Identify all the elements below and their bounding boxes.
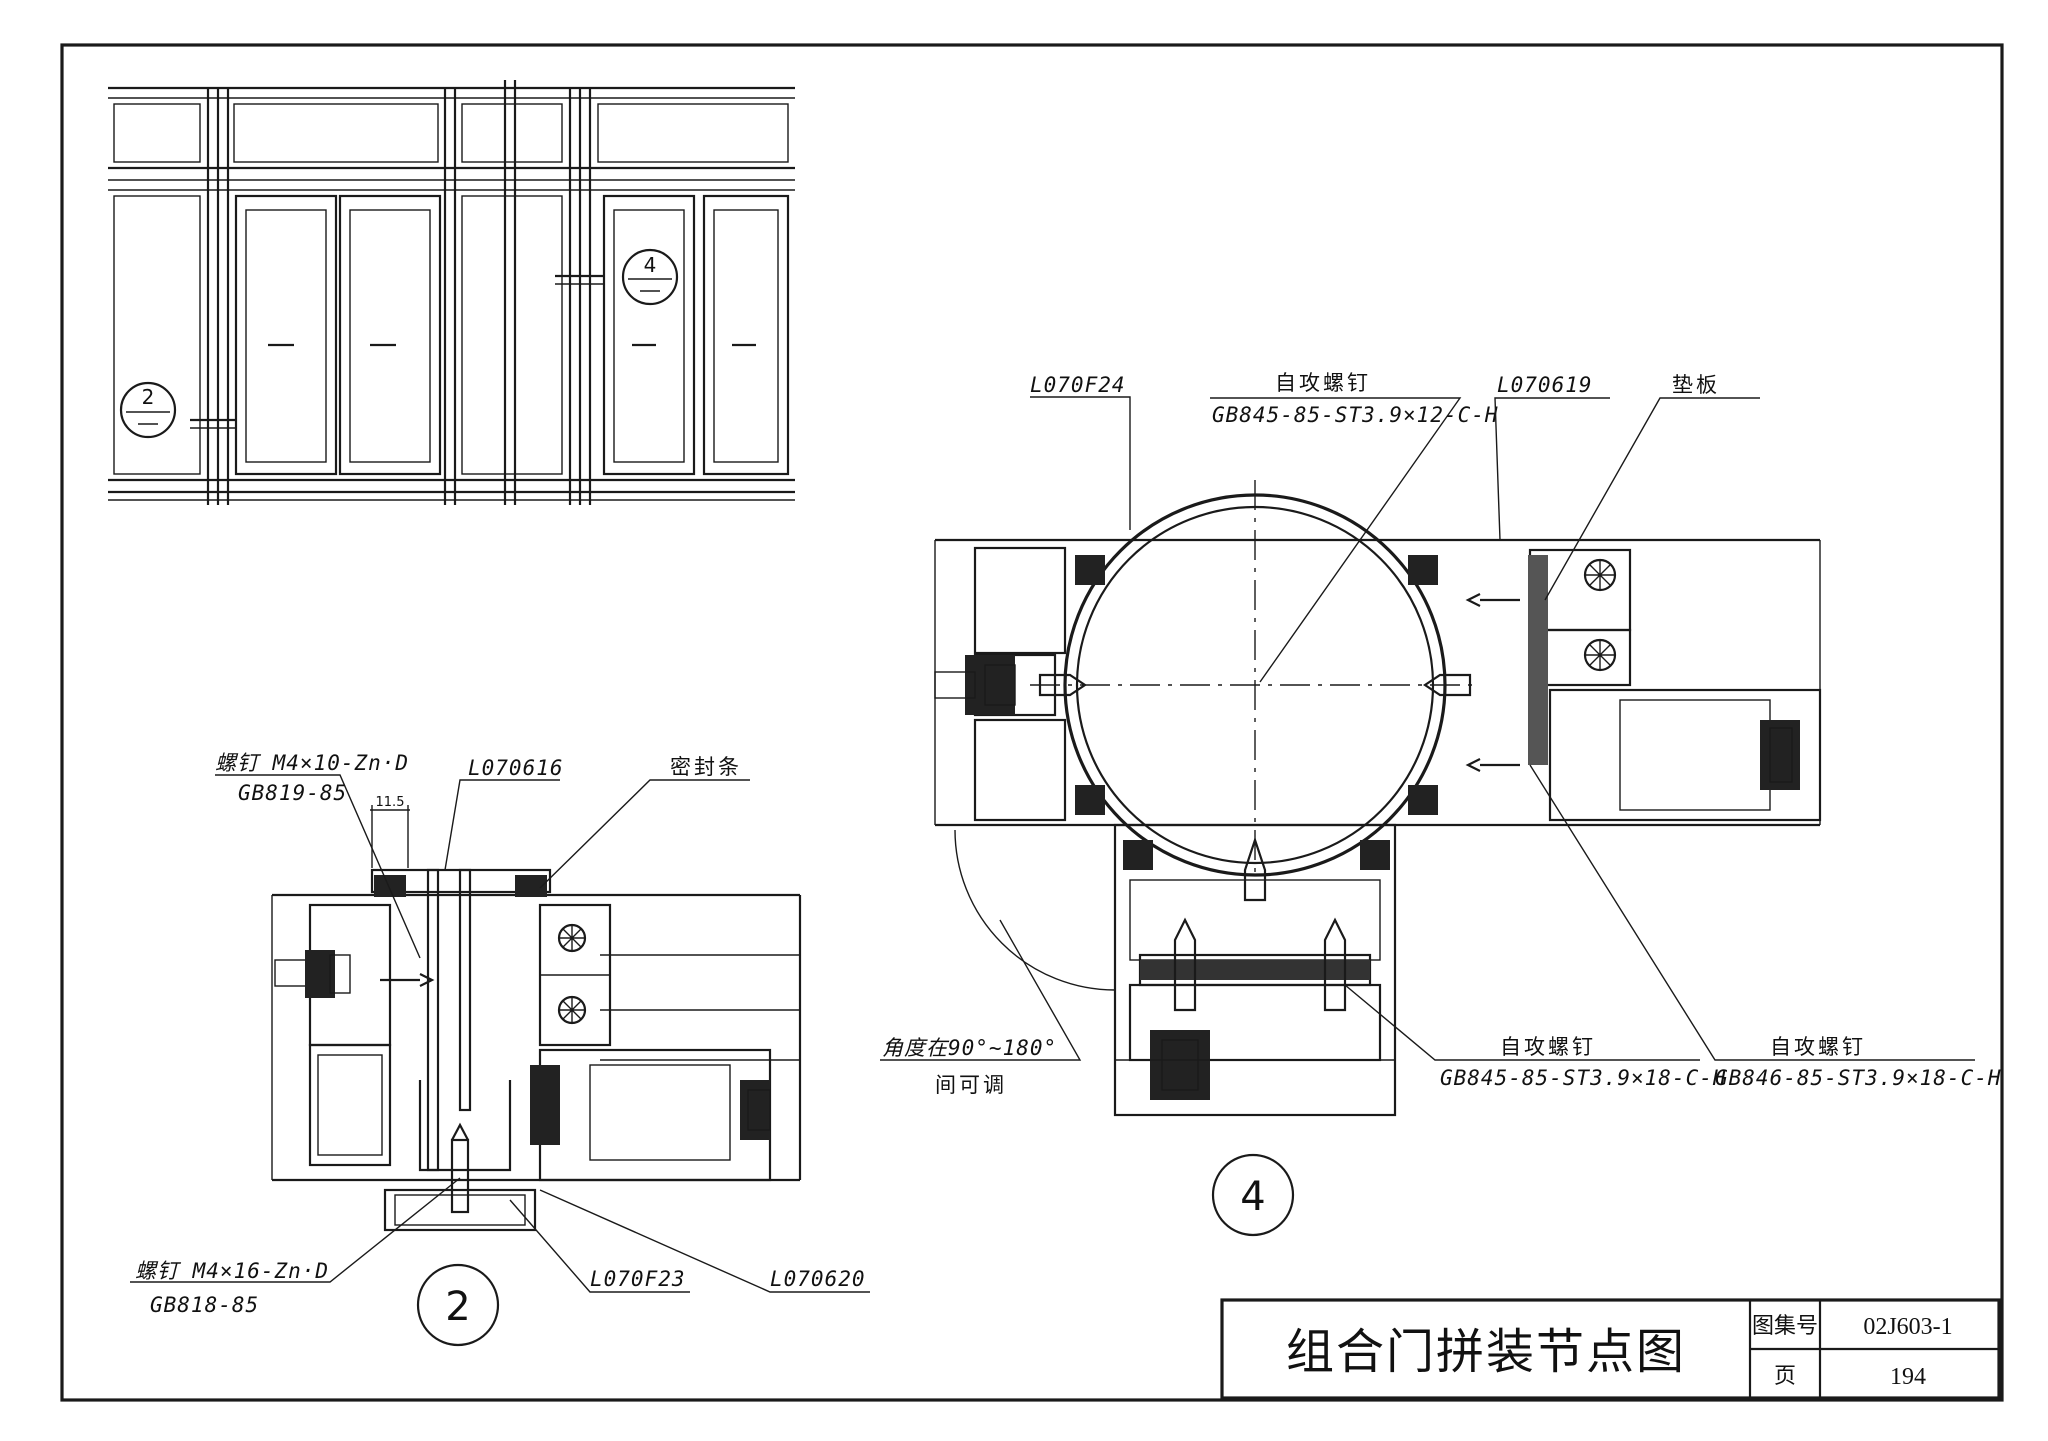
sheet-border — [60, 43, 2004, 1402]
d2-profile-bottom-right: L070620 — [770, 1267, 866, 1291]
d4-angle-line1: 角度在90°~180° — [882, 1036, 1057, 1060]
detail-4-section: L070F24 自攻螺钉 GB845-85-ST3.9×12-C-H L0706… — [880, 371, 2002, 1237]
door-elevation: 2 4 — [108, 80, 795, 505]
d2-profile-top: L070616 — [468, 756, 564, 780]
callout-2-elevation: 2 — [119, 381, 177, 439]
title-block: 组合门拼装节点图 图集号 02J603-1 页 194 — [1220, 1298, 2001, 1400]
page-number: 194 — [1890, 1364, 1926, 1390]
d4-angle-line2: 间可调 — [935, 1073, 1007, 1097]
d4-profile-left: L070F24 — [1030, 373, 1126, 397]
detail-2-number: 2 — [445, 1284, 470, 1330]
screw-head-icon — [1583, 638, 1617, 672]
screw-head-icon — [557, 995, 587, 1025]
d4-screw-mid-label: 自攻螺钉 — [1500, 1035, 1596, 1059]
d2-screw-top-label: 螺钉 M4×10-Zn·D — [215, 751, 409, 775]
d4-profile-right: L070619 — [1497, 373, 1593, 397]
d4-screw-right-label: 自攻螺钉 — [1770, 1035, 1866, 1059]
d2-dimension: 11.5 — [376, 795, 405, 810]
callout-4-number: 4 — [644, 253, 657, 277]
atlas-number-label: 图集号 — [1752, 1314, 1818, 1339]
detail-4-circle — [1211, 1153, 1295, 1237]
d2-profile-bottom-mid: L070F23 — [590, 1267, 686, 1291]
d4-screw-top-label: 自攻螺钉 — [1275, 371, 1371, 395]
callout-2-number: 2 — [142, 385, 155, 409]
detail-2-circle — [416, 1263, 500, 1347]
d2-seal-label: 密封条 — [670, 755, 742, 779]
d4-screw-top-standard: GB845-85-ST3.9×12-C-H — [1212, 403, 1499, 427]
screw-head-icon — [557, 923, 587, 953]
d4-screw-right-standard: GB846-85-ST3.9×18-C-H — [1715, 1066, 2002, 1090]
detail-2-section: 螺钉 M4×10-Zn·D GB819-85 11.5 L070616 密封条 … — [130, 751, 870, 1347]
d4-pad-label: 垫板 — [1672, 373, 1720, 397]
atlas-number: 02J603-1 — [1863, 1314, 1952, 1340]
drawing-title: 组合门拼装节点图 — [1286, 1324, 1686, 1380]
d2-screw-bottom-standard: GB818-85 — [150, 1293, 259, 1317]
detail-4-number: 4 — [1240, 1174, 1265, 1220]
d2-screw-top-standard: GB819-85 — [238, 781, 347, 805]
page-label: 页 — [1774, 1364, 1796, 1389]
screw-head-icon — [1583, 558, 1617, 592]
callout-4-elevation: 4 — [621, 248, 679, 306]
d2-screw-bottom-label: 螺钉 M4×16-Zn·D — [135, 1259, 329, 1283]
d4-screw-mid-standard: GB845-85-ST3.9×18-C-H — [1440, 1066, 1727, 1090]
